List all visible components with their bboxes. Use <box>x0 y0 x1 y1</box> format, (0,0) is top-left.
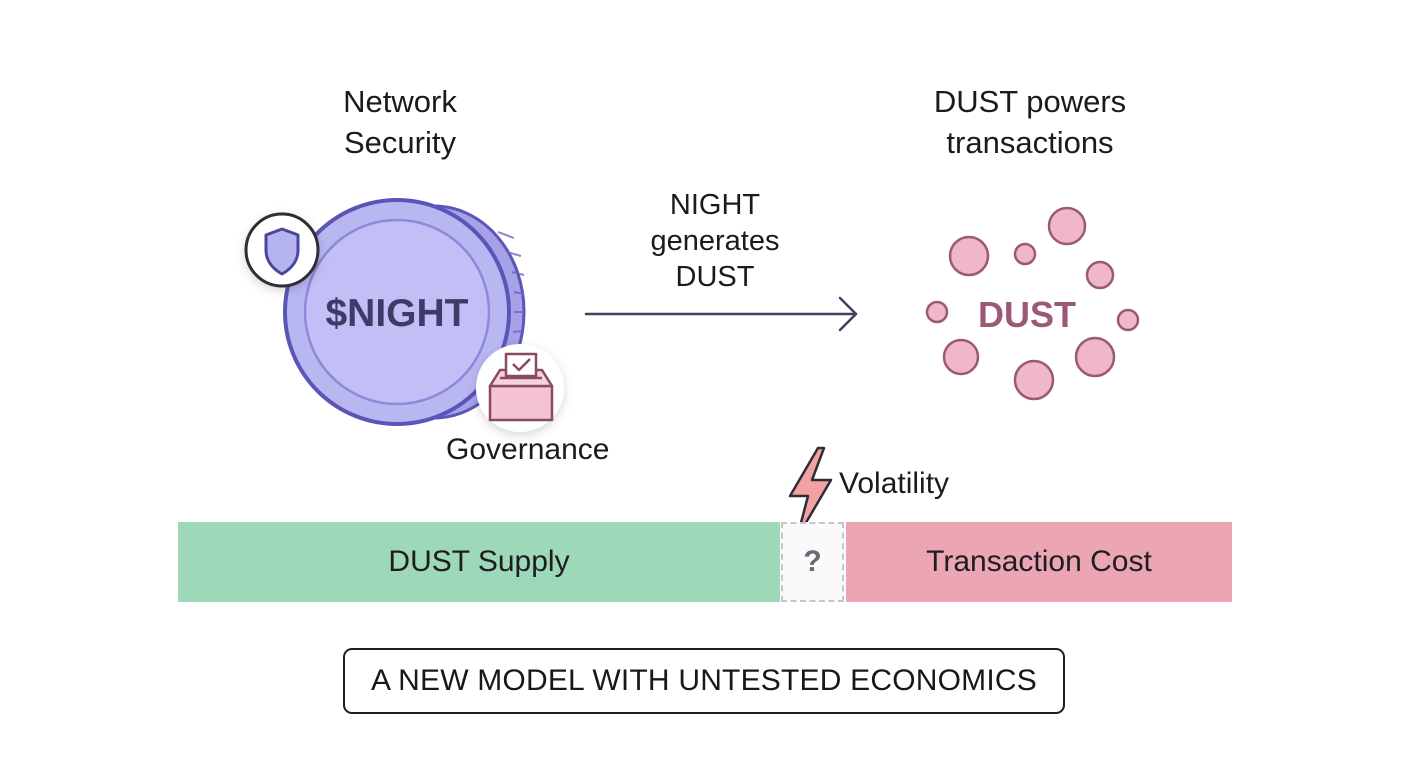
question-mark: ? <box>803 545 822 578</box>
dust-particle <box>1085 260 1115 290</box>
network-security-label: Network Security <box>343 84 457 160</box>
dust-particle <box>925 300 949 324</box>
dust-particle <box>948 235 990 277</box>
dust-powers-label: DUST powers transactions <box>933 84 1127 160</box>
transaction-cost-label: Transaction Cost <box>926 545 1152 578</box>
ballot-box-icon <box>488 352 554 422</box>
governance-label: Governance <box>446 433 610 466</box>
night-coin: $NIGHT <box>283 198 526 426</box>
dust-particle <box>1013 359 1055 401</box>
arrow-right-icon <box>584 296 858 332</box>
dust-particle <box>1013 242 1037 266</box>
lightning-bolt-icon <box>788 446 833 540</box>
transaction-cost-bar: Transaction Cost <box>846 522 1232 602</box>
untested-economics-banner: A NEW MODEL WITH UNTESTED ECONOMICS <box>343 648 1065 714</box>
arrow-caption: NIGHT generates DUST <box>650 189 780 293</box>
banner-text: A NEW MODEL WITH UNTESTED ECONOMICS <box>371 664 1037 697</box>
shield-icon <box>264 227 300 276</box>
volatility-gap: ? <box>781 522 844 602</box>
dust-particle <box>1116 308 1140 332</box>
dust-supply-bar: DUST Supply <box>178 522 780 602</box>
volatility-label: Volatility <box>839 467 950 500</box>
night-coin-label: $NIGHT <box>325 292 468 335</box>
dust-particle <box>1074 336 1116 378</box>
dust-supply-label: DUST Supply <box>388 545 570 578</box>
dust-particle <box>942 338 980 376</box>
dust-token-label: DUST <box>978 294 1076 335</box>
dust-particle <box>1047 206 1087 246</box>
dust-particles <box>925 206 1140 401</box>
